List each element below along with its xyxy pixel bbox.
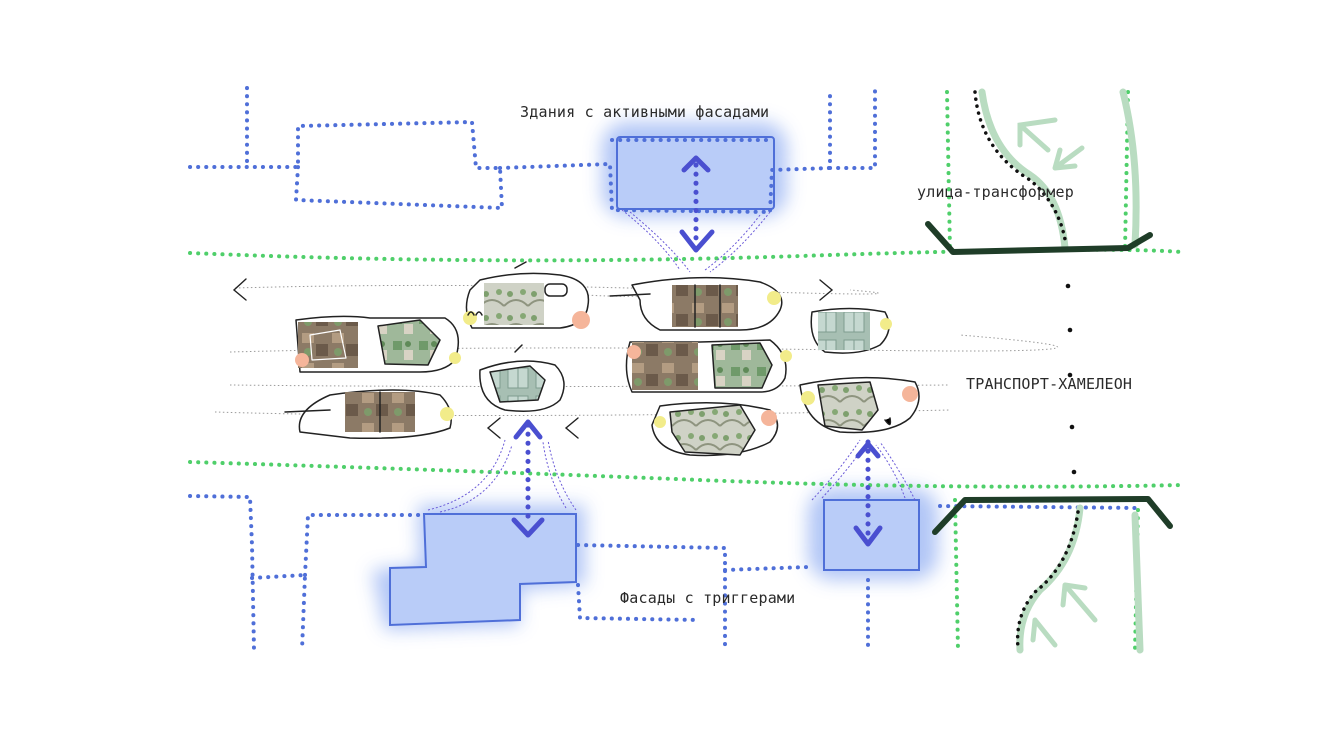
down-arrow-icon xyxy=(511,517,545,538)
road-edges xyxy=(188,90,1184,652)
transport-pod-icon xyxy=(295,315,461,373)
transformer-street xyxy=(925,88,1173,654)
transformer-street-label: улица-трансформер xyxy=(917,183,1074,201)
chevron-right-icon xyxy=(819,279,834,301)
transport-pod-icon xyxy=(651,402,779,457)
transport-pod-icon xyxy=(810,307,892,354)
transformer-bracket-top xyxy=(925,221,1153,255)
transport-pod-icon xyxy=(799,376,920,434)
transport-pods xyxy=(284,261,920,457)
down-arrow-icon xyxy=(679,229,715,253)
interaction-arrows xyxy=(511,155,883,547)
transport-route-dots xyxy=(1065,283,1077,475)
active-facades-label: Здания с активными фасадами xyxy=(520,103,770,121)
up-arrow-icon xyxy=(855,441,881,459)
chevron-left-icon xyxy=(232,278,247,301)
chevrons xyxy=(232,278,834,439)
down-arrow-icon xyxy=(853,525,883,547)
transport-pod-icon xyxy=(463,261,590,329)
trigger-facades-label: Фасады с триггерами xyxy=(620,589,796,607)
chevron-left-icon xyxy=(564,417,579,439)
transport-pod-icon xyxy=(625,339,792,393)
transport-pod-icon xyxy=(284,389,454,440)
up-arrow-icon xyxy=(681,155,711,173)
transport-pod-icon xyxy=(479,344,565,412)
trigger-facade-building-right xyxy=(823,499,920,571)
chevron-left-icon xyxy=(486,417,501,439)
up-arrow-icon xyxy=(513,419,543,440)
transport-pod-icon xyxy=(609,276,783,331)
trigger-facade-building-left xyxy=(389,513,577,627)
connection-fans xyxy=(427,209,916,513)
transformer-bracket-bottom xyxy=(932,496,1173,535)
chameleon-transport-label: ТРАНСПОРТ-ХАМЕЛЕОН xyxy=(966,375,1133,393)
